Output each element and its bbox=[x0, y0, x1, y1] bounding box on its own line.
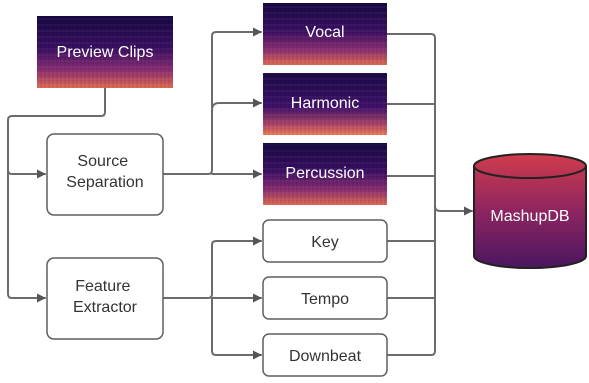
connector-bus-to-mashupdb bbox=[434, 205, 473, 216]
node-vocal: Vocal bbox=[263, 3, 387, 65]
node-downbeat-label: Downbeat bbox=[289, 348, 362, 365]
connector-bus-right bbox=[386, 33, 436, 356]
connector-separation-to-harmonic bbox=[211, 98, 262, 111]
node-mashupdb: MashupDB bbox=[473, 153, 587, 269]
node-source-separation-line-1: Source bbox=[77, 153, 128, 170]
connectors bbox=[7, 27, 473, 360]
node-feature-extractor: Feature Extractor bbox=[46, 257, 164, 340]
node-preview-clips-label: Preview Clips bbox=[57, 44, 154, 61]
node-source-separation-line-2: Separation bbox=[66, 174, 143, 191]
database-icon bbox=[473, 153, 587, 269]
connector-separation-to-vocal bbox=[162, 27, 262, 175]
node-vocal-label: Vocal bbox=[305, 24, 344, 41]
database-rim bbox=[473, 165, 587, 179]
node-preview-clips: Preview Clips bbox=[37, 16, 173, 88]
node-feature-extractor-label: Feature Extractor bbox=[73, 278, 138, 316]
node-percussion: Percussion bbox=[263, 143, 387, 205]
node-feature-extractor-line-1: Feature bbox=[75, 278, 130, 295]
node-key: Key bbox=[262, 219, 388, 263]
node-key-label: Key bbox=[311, 234, 339, 251]
node-harmonic: Harmonic bbox=[263, 73, 387, 135]
node-percussion-label: Percussion bbox=[285, 165, 364, 182]
node-source-separation: Source Separation bbox=[46, 133, 164, 216]
node-tempo: Tempo bbox=[262, 276, 388, 320]
node-harmonic-label: Harmonic bbox=[291, 95, 359, 112]
node-mashupdb-label: MashupDB bbox=[490, 208, 569, 225]
connector-extractor-to-downbeat bbox=[211, 297, 262, 360]
connector-preview-to-separation bbox=[7, 87, 106, 179]
node-source-separation-label: Source Separation bbox=[66, 153, 143, 191]
connector-extractor-to-key bbox=[162, 236, 262, 299]
node-tempo-label: Tempo bbox=[301, 291, 349, 308]
node-downbeat: Downbeat bbox=[262, 333, 388, 377]
node-feature-extractor-line-2: Extractor bbox=[73, 299, 138, 316]
connector-preview-to-extractor bbox=[7, 169, 46, 303]
